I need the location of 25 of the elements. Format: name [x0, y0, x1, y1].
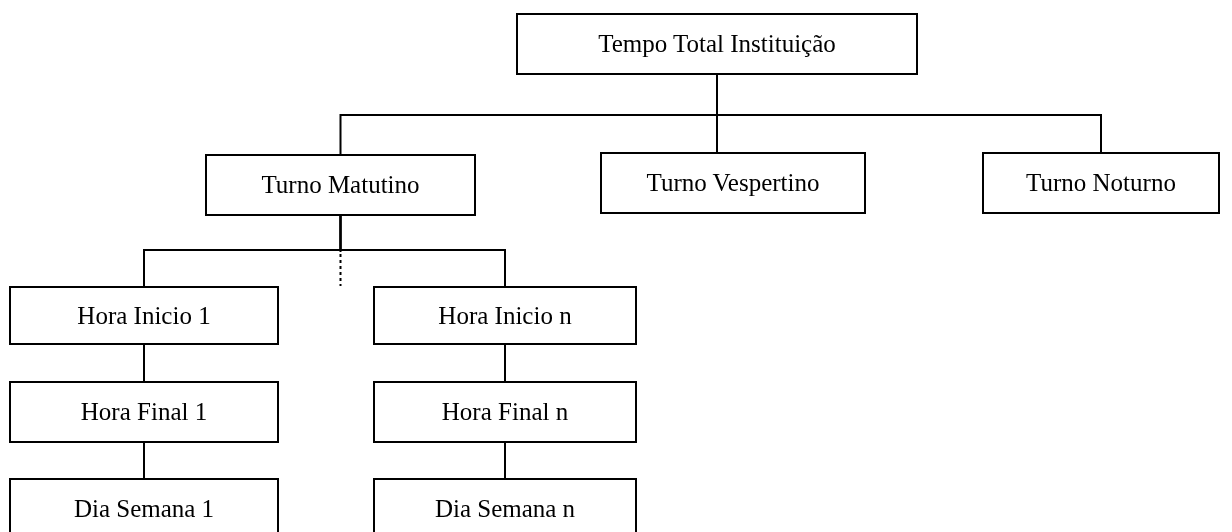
- box-label: Dia Semana 1: [73, 495, 215, 523]
- hierarchy-box: [9, 286, 279, 345]
- box-label: Hora Final n: [441, 398, 569, 426]
- hierarchy-box: [373, 286, 637, 345]
- hierarchy-box: [982, 152, 1220, 214]
- connector-line: [143, 442, 145, 479]
- hierarchy-box: [373, 381, 637, 443]
- hierarchy-box: [9, 381, 279, 443]
- connector-line: [339, 215, 506, 287]
- box-label: Dia Semana n: [434, 495, 576, 523]
- box-label: Turno Matutino: [261, 171, 420, 199]
- box-label: Turno Noturno: [1026, 169, 1176, 197]
- hierarchy-box: [600, 152, 866, 214]
- box-label: Tempo Total Instituição: [598, 30, 836, 58]
- hierarchy-box: [9, 478, 279, 532]
- hierarchy-box: [373, 478, 637, 532]
- connector-line: [143, 344, 145, 382]
- box-label: Hora Inicio n: [438, 301, 572, 330]
- box-label: Turno Vespertino: [646, 169, 820, 197]
- connector-line: [504, 442, 506, 479]
- connector-line: [504, 344, 506, 382]
- box-label: Hora Inicio 1: [77, 301, 211, 330]
- hierarchy-box: [205, 154, 476, 216]
- box-label: Hora Final 1: [80, 398, 208, 426]
- hierarchy-box: [516, 13, 918, 75]
